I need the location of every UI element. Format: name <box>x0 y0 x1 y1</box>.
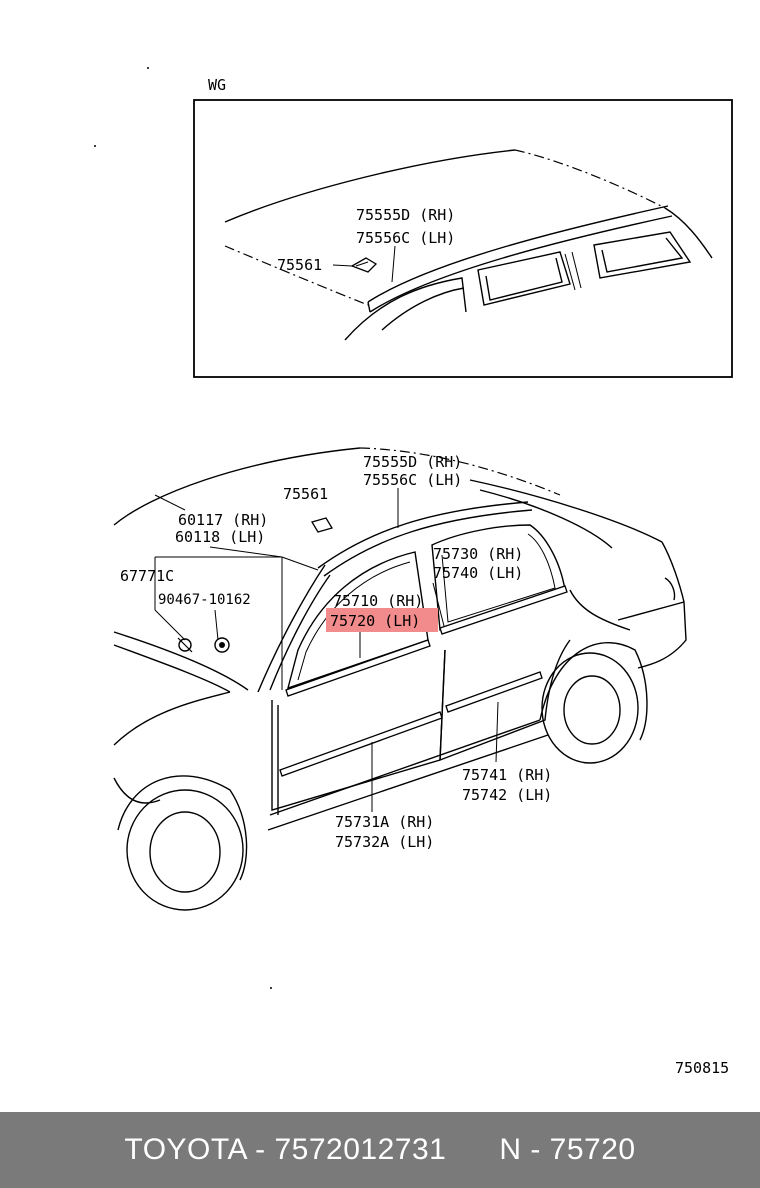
label-rear-belt-rh: 75730 (RH) <box>433 545 523 563</box>
inset-molding-lower <box>369 215 673 313</box>
rear-tire <box>541 652 639 764</box>
a-pillar <box>257 564 326 693</box>
car-drawing: 75555D (RH) 75556C (LH) 75561 60117 (RH)… <box>113 447 729 1077</box>
inset-leader-clip <box>332 264 353 267</box>
roof-line-2 <box>323 509 533 577</box>
roof-front-curve <box>113 447 361 526</box>
rear-door <box>439 639 571 762</box>
tail-lamp <box>664 577 676 601</box>
inset-label-clip: 75561 <box>277 256 322 274</box>
label-emblem-lh: 60118 (LH) <box>175 528 265 546</box>
front-rim <box>149 811 221 893</box>
inset-pillar <box>564 251 582 291</box>
fastener-67771c-icon <box>177 637 193 653</box>
rocker-line-2 <box>267 734 549 831</box>
label-roof-molding-rh: 75555D (RH) <box>363 453 462 471</box>
label-front-belt-rh: 75710 (RH) <box>333 592 423 610</box>
inset-leader-molding <box>391 245 396 283</box>
inset-front-window-inner <box>381 287 465 331</box>
inset-rear-window <box>477 251 571 306</box>
inset-front-window <box>344 277 467 341</box>
footer-bar: TOYOTA - 7572012731 N - 75720 <box>0 1112 760 1188</box>
front-wheel-arch <box>117 775 248 881</box>
label-front-side-rh: 75731A (RH) <box>335 813 434 831</box>
hood-line <box>113 631 249 691</box>
inset-roof-back <box>514 149 666 209</box>
parts-diagram: WG 75555D (RH) 75556C (LH) 75561 <box>94 67 733 1077</box>
front-side-molding <box>279 711 443 777</box>
inset-roof-edge <box>224 149 516 223</box>
roof-dash <box>359 447 561 496</box>
rear-side-molding <box>445 671 543 713</box>
front-belt-molding <box>285 639 431 697</box>
a-pillar-inner <box>269 574 331 691</box>
front-window <box>286 551 429 690</box>
roof-rear <box>469 479 663 543</box>
inset-frame <box>193 99 733 378</box>
inset-quarter-window <box>593 231 692 279</box>
label-rear-belt-lh: 75740 (LH) <box>433 564 523 582</box>
rear-wheel-arch <box>539 641 648 741</box>
label-67771c: 67771C <box>120 567 174 585</box>
bumper <box>113 777 161 804</box>
label-front-side-lh: 75732A (LH) <box>335 833 434 851</box>
inset-molding-end <box>367 301 371 313</box>
rear-rim <box>563 675 621 745</box>
trunk-line <box>617 601 685 621</box>
label-rear-side-lh: 75742 (LH) <box>462 786 552 804</box>
label-roof-molding-lh: 75556C (LH) <box>363 471 462 489</box>
inset-molding <box>367 205 669 303</box>
highlight-75720 <box>326 608 438 632</box>
rear-end <box>637 541 687 669</box>
front-door <box>271 649 446 811</box>
inset-rear-window-inner <box>485 257 563 301</box>
fastener-90467-icon <box>214 637 230 653</box>
inset-roof-front <box>224 245 369 306</box>
label-emblem-rh: 60117 (RH) <box>178 511 268 529</box>
roof-line <box>317 501 529 569</box>
clip-icon <box>311 517 333 533</box>
front-tire <box>126 789 244 911</box>
inset-panel: WG 75555D (RH) 75556C (LH) 75561 <box>193 76 733 378</box>
inset-clip-icon <box>350 257 378 273</box>
figure-number: 750815 <box>675 1059 729 1077</box>
leader-lines <box>154 488 499 812</box>
footer-part-info: TOYOTA - 7572012731 N - 75720 <box>124 1133 636 1166</box>
fender-top <box>113 691 231 746</box>
inset-quarter-window-inner <box>601 237 684 273</box>
rear-glass-top <box>479 489 613 549</box>
rear-window-inner <box>441 533 556 623</box>
hood-line-2 <box>113 644 231 693</box>
rear-window <box>431 524 566 631</box>
inset-label-molding-rh: 75555D (RH) <box>356 206 455 224</box>
front-window-inner <box>297 561 411 681</box>
stray-dots <box>94 67 272 989</box>
label-rear-side-rh: 75741 (RH) <box>462 766 552 784</box>
inset-rear-pillar <box>664 207 713 259</box>
label-clip: 75561 <box>283 485 328 503</box>
rocker-line <box>269 719 541 816</box>
rear-belt-molding <box>439 585 568 635</box>
label-front-belt-lh: 75720 (LH) <box>330 612 420 630</box>
inset-label-molding-lh: 75556C (LH) <box>356 229 455 247</box>
rear-quarter <box>569 589 631 631</box>
inset-tag: WG <box>208 76 226 94</box>
label-90467: 90467-10162 <box>158 592 251 608</box>
